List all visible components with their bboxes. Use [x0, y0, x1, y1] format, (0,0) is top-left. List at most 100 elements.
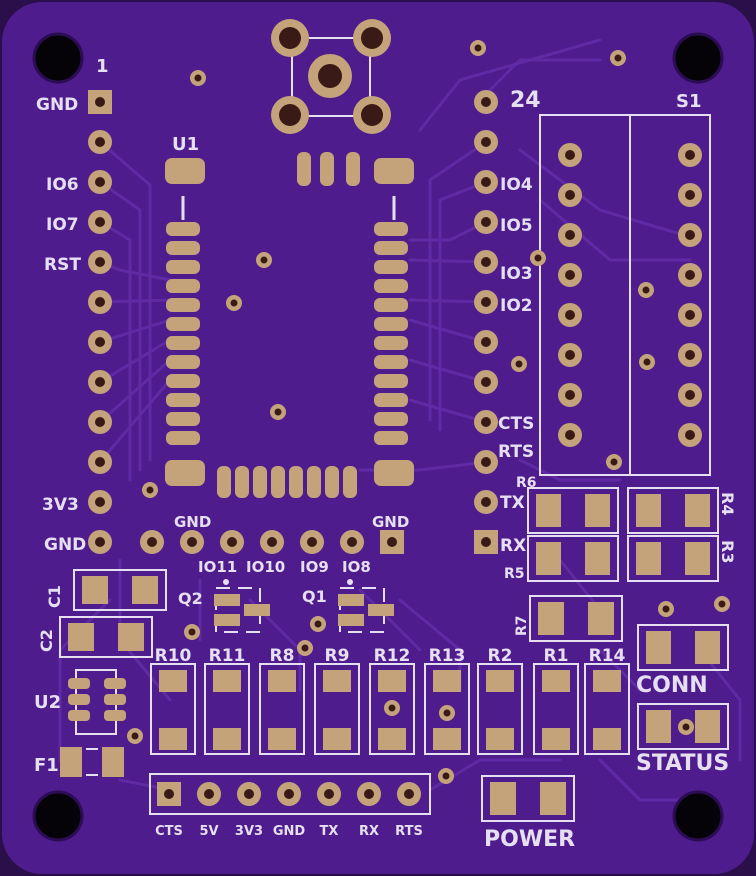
via-hole-11	[610, 458, 618, 466]
r3-part-pad-b	[685, 542, 710, 575]
s1-pin-left-hole	[565, 270, 575, 280]
via-hole-12	[662, 605, 670, 613]
smd-components	[59, 487, 729, 822]
label-io7: IO7	[46, 215, 79, 235]
resistor-r11-pad-a	[213, 670, 241, 692]
u1-corner-pad-top-right	[374, 158, 414, 184]
label-pin24: 24	[510, 88, 541, 113]
resistor-r11-outline	[204, 663, 250, 755]
conn-led-pad-b	[695, 631, 720, 664]
s1-pin-right-hole	[685, 390, 695, 400]
serial-header-outline	[149, 773, 431, 815]
u1-left-pad	[166, 355, 200, 369]
resistor-r1-pad-b	[542, 728, 570, 750]
trace-14	[408, 318, 488, 344]
left-header-pin-hole	[95, 217, 105, 227]
label-c1: C1	[45, 585, 64, 608]
s1-pin-left-hole	[565, 390, 575, 400]
c2-part-pad-a	[68, 623, 94, 651]
label-left-gnd-top: GND	[36, 95, 78, 115]
u1-bottom-pad	[343, 466, 357, 498]
s1-pin-right-hole	[685, 430, 695, 440]
left-header-pin-hole	[95, 417, 105, 427]
via-hole-6	[146, 486, 154, 494]
trace-7	[98, 358, 172, 424]
u1-left-pad	[166, 431, 200, 445]
serial-header-pin-hole	[204, 789, 214, 799]
r4-part-pad-b	[685, 494, 710, 527]
q1-part-pad-1	[338, 594, 364, 606]
serial-label-tx: TX	[320, 824, 339, 839]
r7-part-outline	[529, 595, 623, 642]
label-conn: CONN	[636, 673, 708, 698]
label-bottom-gnd-left: GND	[174, 513, 211, 531]
trace-27	[518, 458, 622, 482]
u2-pad-left	[68, 678, 90, 689]
trace-19	[518, 148, 702, 242]
vias	[127, 40, 730, 784]
label-pin1: 1	[96, 56, 109, 77]
s1-pin-right-hole	[685, 150, 695, 160]
left-header-pin-hole	[95, 497, 105, 507]
u1-left-pad	[166, 374, 200, 388]
right-header-pin-hole	[481, 97, 491, 107]
resistor-r8-pad-a	[268, 670, 296, 692]
mounting-hole-bottom-left	[32, 790, 84, 842]
conn-led-outline	[637, 624, 729, 671]
u1-right-pad	[374, 374, 408, 388]
trace-1	[98, 180, 142, 472]
label-r9: R9	[325, 646, 350, 666]
left-header-pin-hole	[95, 337, 105, 347]
f1-pad-b	[102, 747, 124, 777]
bottom-row-pin-hole	[387, 537, 397, 547]
s1-pin-right-hole	[685, 230, 695, 240]
u1-bottom-pad	[271, 466, 285, 498]
trace-13	[408, 298, 488, 304]
bottom-row-pin-hole	[147, 537, 157, 547]
label-rst: RST	[44, 255, 81, 275]
u1-right-pad	[374, 260, 408, 274]
c1-part-outline	[73, 569, 167, 611]
r5-part-pad-b	[585, 542, 610, 575]
label-io8: IO8	[342, 558, 371, 576]
serial-label-rx: RX	[359, 824, 379, 839]
trace-6	[98, 338, 172, 384]
resistor-r12-outline	[369, 663, 415, 755]
trace-16	[408, 398, 488, 424]
right-header-pin-hole	[481, 217, 491, 227]
u2-pad-left	[68, 710, 90, 721]
label-io11: IO11	[198, 558, 237, 576]
u1-bottom-pad	[235, 466, 249, 498]
s1-pin-left-hole	[565, 350, 575, 360]
right-pin-header	[474, 90, 498, 554]
u1-bottom-pad	[289, 466, 303, 498]
s1-pin-right-hole	[685, 310, 695, 320]
label-r14: R14	[589, 646, 626, 666]
r6-part-pad-a	[536, 494, 561, 527]
q1-part-pad-3	[368, 604, 394, 616]
resistor-r11-pad-b	[213, 728, 241, 750]
c2-part-pad-b	[118, 623, 144, 651]
q2-part-pad-2	[214, 614, 240, 626]
trace-0	[98, 140, 152, 462]
label-r13: R13	[429, 646, 466, 666]
label-f1: F1	[34, 755, 59, 776]
label-r4: R4	[718, 492, 737, 515]
u2-pad-right	[104, 694, 126, 705]
trace-11	[408, 220, 488, 242]
trace-12	[408, 258, 488, 264]
resistor-r10-pad-b	[159, 728, 187, 750]
u1-left-pad	[166, 260, 200, 274]
label-io4: IO4	[500, 175, 533, 195]
via-hole-10	[515, 360, 523, 368]
conn-led-pad-a	[646, 631, 671, 664]
mounting-hole-top-right	[672, 32, 724, 84]
s1-pin-left-hole	[565, 230, 575, 240]
label-cts: CTS	[498, 414, 534, 434]
left-header-pin-hole	[95, 377, 105, 387]
c1-part-pad-b	[132, 576, 158, 604]
right-header-pin-hole	[481, 377, 491, 387]
u1-corner-pad-bottom-right	[374, 460, 414, 486]
bottom-row-pin-hole	[267, 537, 277, 547]
right-header-pin-hole	[481, 337, 491, 347]
